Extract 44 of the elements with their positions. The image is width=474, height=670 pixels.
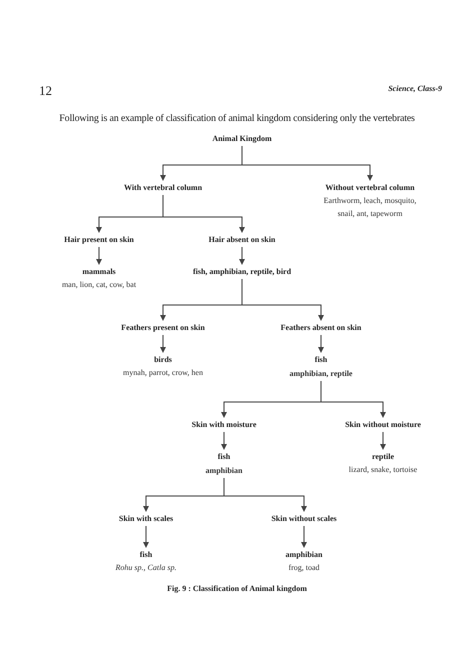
category-label: Skin without moisture	[345, 419, 421, 431]
category-label: amphibian	[286, 549, 322, 561]
arrow	[221, 432, 227, 450]
arrow	[242, 278, 324, 321]
examples-text: man, lion, cat, cow, bat	[62, 279, 136, 291]
category-label: Feathers present on skin	[121, 322, 205, 334]
page-number: 12	[39, 82, 52, 100]
examples-text: amphibian	[206, 465, 242, 477]
category-label: mammals	[82, 266, 116, 278]
examples-text: amphibian, reptile	[290, 368, 352, 380]
examples-text: lizard, snake, tortoise	[348, 464, 418, 476]
examples-text: mynah, parrot, crow, hen	[123, 367, 203, 379]
category-label: Without vertebral column	[325, 182, 415, 194]
category-label: Skin with scales	[118, 513, 174, 525]
arrow	[242, 146, 373, 181]
examples-text: frog, toad	[288, 562, 320, 574]
arrow	[320, 380, 386, 418]
category-label: Animal Kingdom	[212, 133, 272, 145]
running-head: Science, Class-9	[388, 83, 442, 95]
arrow	[160, 334, 166, 353]
examples-text: Earthworm, leach, mosquito, snail, ant, tapeworm	[322, 195, 418, 220]
examples-text: Rohu sp., Catla sp.	[116, 562, 176, 574]
figure-caption: Fig. 9 : Classification of Animal kingdom	[166, 583, 308, 595]
arrow	[143, 526, 149, 548]
arrow	[380, 432, 386, 450]
arrow	[239, 246, 245, 265]
category-label: Skin without scales	[271, 513, 337, 525]
arrow	[301, 526, 307, 548]
category-label: Hair present on skin	[64, 234, 134, 246]
category-label: Skin with moisture	[192, 419, 256, 431]
category-label: reptile	[372, 451, 394, 463]
category-label: With vertebral column	[124, 182, 202, 194]
arrow	[224, 478, 307, 512]
category-label: birds	[154, 354, 172, 366]
category-label: fish	[314, 354, 328, 366]
arrow	[318, 334, 324, 353]
arrow	[162, 194, 245, 233]
title: Following is an example of classification of animal kingdom considering only the vertebrates	[58, 112, 416, 126]
category-label: fish	[218, 451, 230, 463]
category-label: Hair absent on skin	[208, 234, 276, 246]
category-label: fish	[140, 549, 152, 561]
category-label: Feathers absent on skin	[280, 322, 362, 334]
arrow	[96, 246, 102, 265]
category-label: fish, amphibian, reptile, bird	[192, 266, 292, 278]
